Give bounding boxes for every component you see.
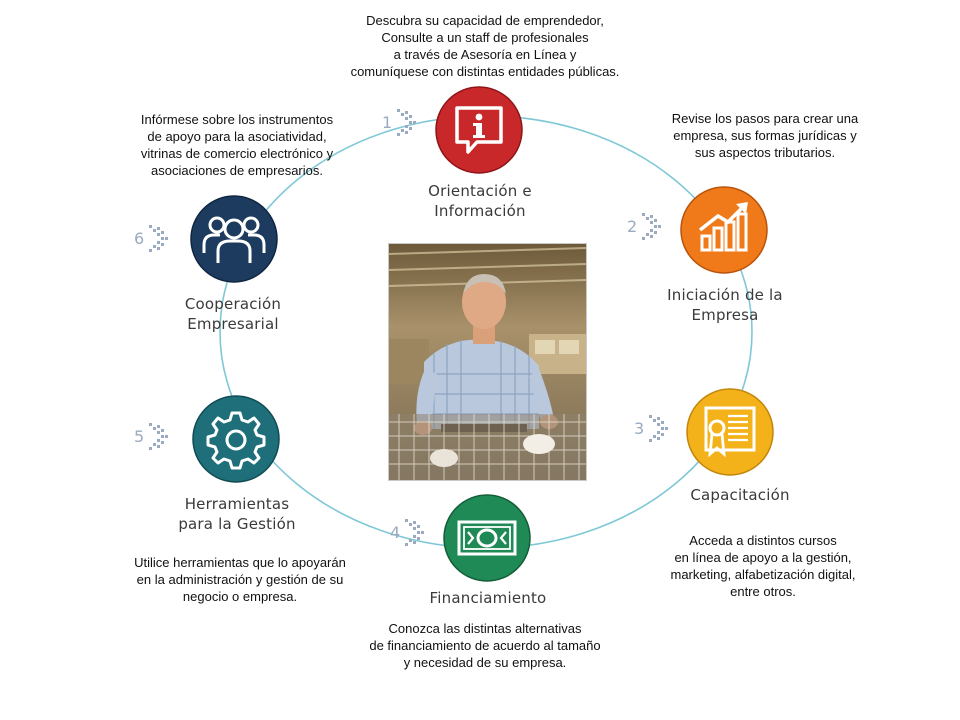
step-2-description: Revise los pasos para crear una empresa,… [671,111,859,160]
double-chevron-icon [149,225,169,252]
step-4-marker: 4 [390,516,425,548]
double-chevron-icon [149,423,169,450]
step-1-node[interactable] [435,86,523,174]
center-photo [388,243,587,481]
step-3-node[interactable] [686,388,774,476]
step-6-number: 6 [134,228,145,248]
step-6-description: Infórmese sobre los instrumentos de apoy… [140,112,334,178]
step-2-marker: 2 [627,210,662,242]
info-speech-icon [435,86,523,174]
step-4-node[interactable] [443,494,531,582]
step-5-description: Utilice herramientas que lo apoyarán en … [134,555,346,604]
step-1-description: Descubra su capacidad de emprendedor, Co… [350,13,620,79]
certificate-icon [686,388,774,476]
double-chevron-icon [397,109,417,136]
double-chevron-icon [405,519,425,546]
step-3-title[interactable]: Capacitación [690,486,790,504]
people-group-icon [190,195,278,283]
step-4-description: Conozca las distintas alternativas de fi… [369,621,601,670]
step-6-title[interactable]: Cooperación Empresarial [184,295,282,333]
step-6-node[interactable] [190,195,278,283]
step-3-description: Acceda a distintos cursos en línea de ap… [670,533,856,599]
step-2-title[interactable]: Iniciación de la Empresa [667,286,783,324]
step-3-marker: 3 [634,412,669,444]
double-chevron-icon [649,415,669,442]
step-1-number: 1 [382,112,393,132]
gear-icon [192,395,280,483]
step-6-marker: 6 [134,222,169,254]
step-4-title[interactable]: Financiamiento [429,589,547,607]
step-3-number: 3 [634,418,645,438]
step-5-node[interactable] [192,395,280,483]
step-5-number: 5 [134,426,145,446]
step-5-title[interactable]: Herramientas para la Gestión [178,495,296,533]
step-2-node[interactable] [680,186,768,274]
step-1-marker: 1 [382,106,417,138]
step-5-marker: 5 [134,420,169,452]
growth-chart-icon [680,186,768,274]
banknote-icon [443,494,531,582]
step-4-number: 4 [390,522,401,542]
step-2-number: 2 [627,216,638,236]
double-chevron-icon [642,213,662,240]
step-1-title[interactable]: Orientación e Información [428,182,532,220]
